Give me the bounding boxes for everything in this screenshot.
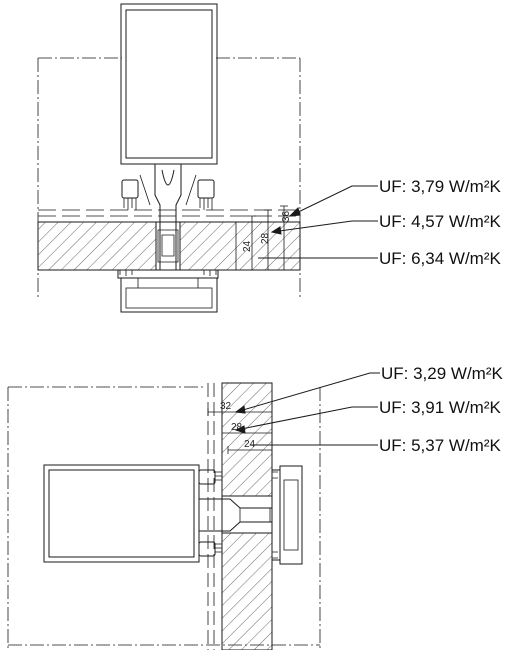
- bottom-leaders: [234, 372, 380, 446]
- top-boundary: [37, 57, 301, 300]
- bottom-uf-label-2: UF: 3,91 W/m²K: [379, 398, 501, 417]
- top-dim-28: 28: [260, 232, 271, 244]
- bottom-dim-32: 32: [220, 401, 232, 412]
- bottom-dim-24: 24: [244, 439, 256, 450]
- top-gasket-left: [121, 174, 151, 210]
- top-gasket-right: [185, 174, 215, 210]
- bottom-dashed-lines: [207, 383, 215, 650]
- top-uf-label-2: UF: 4,57 W/m²K: [379, 212, 501, 231]
- top-panel-left: [37, 221, 157, 271]
- bottom-dim-28: 28: [231, 422, 243, 433]
- bottom-uf-label-3: UF: 5,37 W/m²K: [379, 436, 501, 455]
- bottom-gasket-lower: [198, 541, 222, 557]
- bottom-mullion: [198, 498, 273, 532]
- top-pressure-plate: [117, 269, 219, 279]
- bottom-uf-label-1: UF: 3,29 W/m²K: [381, 364, 503, 383]
- bottom-boundary: [7, 386, 321, 650]
- top-frame-inner: [125, 9, 213, 159]
- bottom-frame-inner: [48, 469, 195, 558]
- top-dim-24: 24: [242, 240, 253, 252]
- top-dashed-lines: [38, 209, 300, 217]
- bottom-gasket-upper: [198, 469, 222, 485]
- bottom-detail: [7, 372, 380, 650]
- bottom-pressure-plate: [271, 469, 281, 561]
- top-mullion: [154, 164, 182, 271]
- top-frame-outer: [120, 3, 218, 165]
- bottom-panel-upper: [221, 382, 273, 497]
- top-panel-right: [179, 221, 301, 271]
- bottom-panel-lower: [221, 532, 273, 650]
- top-dim-36: 36: [281, 210, 292, 222]
- bottom-frame-outer: [43, 464, 200, 563]
- top-dimensions: [232, 205, 288, 271]
- top-uf-label-3: UF: 6,34 W/m²K: [379, 249, 501, 268]
- top-leaders: [258, 185, 378, 259]
- top-cover-cap: [120, 277, 218, 313]
- top-detail: [37, 3, 378, 313]
- bottom-cover-cap: [279, 465, 303, 565]
- top-uf-label-1: UF: 3,79 W/m²K: [379, 177, 501, 196]
- bottom-dimensions: [207, 408, 272, 454]
